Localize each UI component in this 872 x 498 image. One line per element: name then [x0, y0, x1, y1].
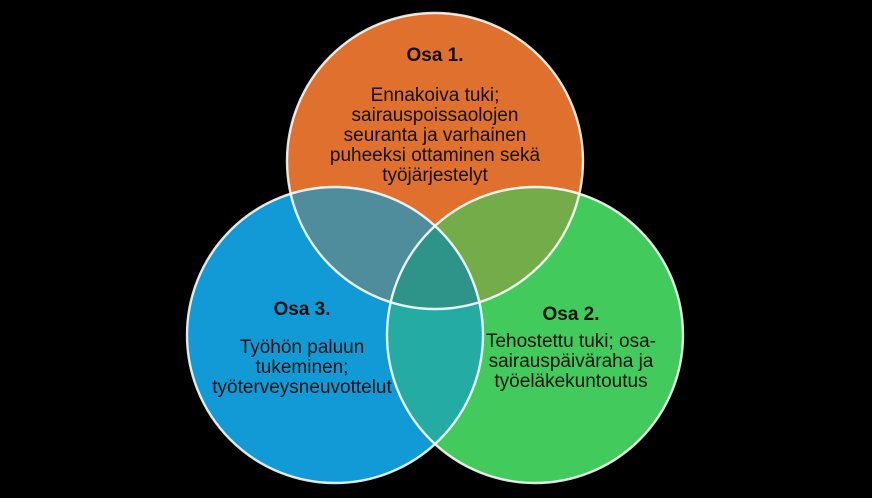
circle-osa3-outline [185, 185, 485, 485]
circle-osa1-outline [285, 11, 585, 311]
circle-osa2-outline [385, 185, 685, 485]
overlap-center-outer [387, 187, 483, 309]
overlap-center [387, 187, 483, 309]
